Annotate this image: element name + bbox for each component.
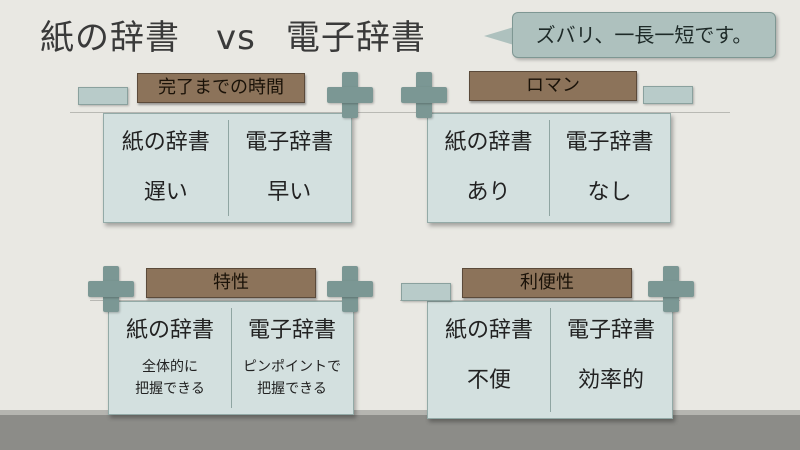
title-right: 電子辞書 — [285, 18, 426, 58]
col-value: あり — [466, 180, 511, 205]
col-value: ピンポイントで 把握できる — [231, 356, 353, 400]
col-header: 電子辞書 — [245, 130, 334, 155]
col-electronic: 電子辞書 効率的 — [550, 302, 672, 394]
col-value: なし — [587, 180, 632, 205]
plus-icon — [327, 266, 373, 312]
col-electronic: 電子辞書 ピンポイントで 把握できる — [231, 302, 353, 400]
panel-characteristics: 紙の辞書 全体的に 把握できる 電子辞書 ピンポイントで 把握できる — [108, 301, 354, 415]
col-value-line: ピンポイントで — [243, 359, 341, 375]
plus-icon — [88, 266, 134, 312]
panel-label: 完了までの時間 — [137, 73, 305, 103]
col-value: 全体的に 把握できる — [109, 356, 231, 400]
panel-label: 特性 — [146, 268, 316, 298]
col-paper: 紙の辞書 全体的に 把握できる — [109, 302, 231, 400]
col-value-line: 把握できる — [135, 381, 205, 397]
callout-tail — [484, 27, 514, 45]
col-value-line: 全体的に — [142, 359, 198, 375]
slide-title: 紙の辞書 vs 電子辞書 — [40, 10, 426, 59]
callout-bubble: ズバリ、一長一短です。 — [512, 12, 776, 58]
panel-tab — [401, 283, 451, 301]
col-header: 電子辞書 — [566, 318, 655, 343]
col-header: 電子辞書 — [565, 130, 654, 155]
title-left: 紙の辞書 — [40, 18, 180, 58]
panel-divider — [550, 308, 551, 412]
panel-divider — [231, 308, 232, 408]
panel-divider — [227, 120, 229, 216]
panel-convenience: 紙の辞書 不便 電子辞書 効率的 — [427, 301, 673, 419]
footer-bar — [0, 415, 800, 450]
col-paper: 紙の辞書 遅い — [104, 114, 228, 206]
plus-icon — [327, 72, 373, 118]
panel-romance: 紙の辞書 あり 電子辞書 なし — [427, 113, 671, 223]
panel-tab — [643, 86, 693, 104]
col-value: 遅い — [143, 180, 188, 205]
col-header: 紙の辞書 — [444, 318, 533, 343]
col-electronic: 電子辞書 なし — [549, 114, 670, 206]
plus-icon — [648, 266, 694, 312]
col-paper: 紙の辞書 不便 — [428, 302, 550, 394]
col-header: 紙の辞書 — [125, 318, 214, 343]
plus-icon — [401, 72, 447, 118]
panel-divider — [549, 120, 550, 216]
col-header: 紙の辞書 — [444, 130, 533, 155]
col-electronic: 電子辞書 早い — [228, 114, 352, 206]
col-header: 紙の辞書 — [121, 130, 210, 155]
guide-line-top — [70, 112, 730, 113]
guide-line-bottom-left — [90, 300, 350, 301]
col-value: 早い — [267, 180, 312, 205]
guide-line-bottom-right — [400, 300, 680, 301]
footer-line — [0, 410, 800, 415]
panel-time: 紙の辞書 遅い 電子辞書 早い — [103, 113, 352, 223]
col-paper: 紙の辞書 あり — [428, 114, 549, 206]
panel-label: ロマン — [469, 71, 637, 101]
panel-tab — [78, 87, 128, 105]
title-vs: vs — [216, 18, 256, 58]
panel-label: 利便性 — [462, 268, 632, 298]
col-header: 電子辞書 — [247, 318, 336, 343]
col-value: 効率的 — [577, 368, 644, 393]
col-value: 不便 — [466, 368, 511, 393]
col-value-line: 把握できる — [257, 381, 327, 397]
